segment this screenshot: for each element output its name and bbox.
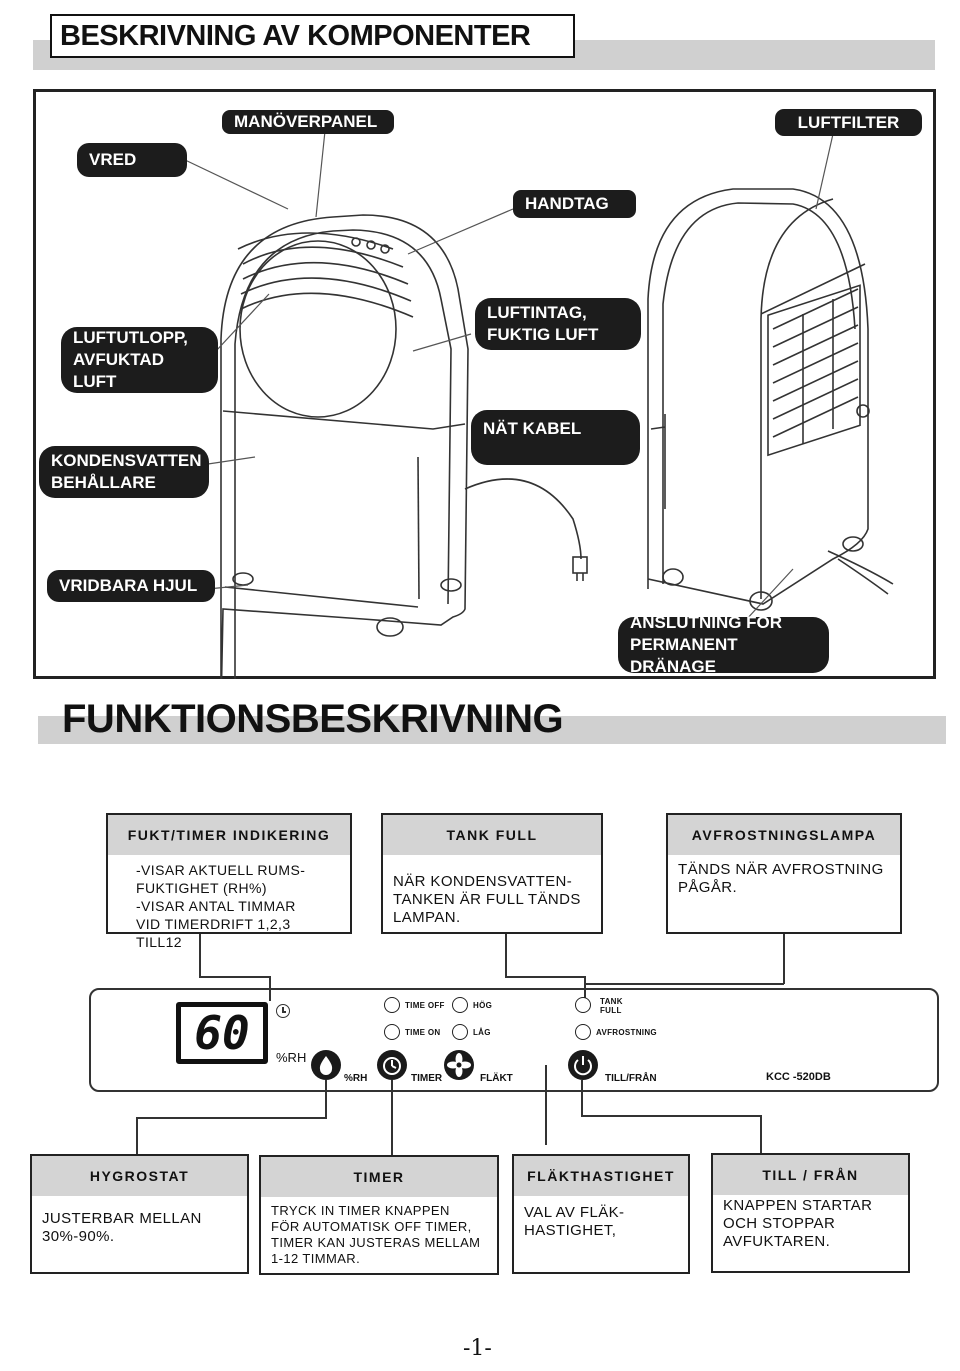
- label-handle-text: HANDTAG: [525, 194, 609, 213]
- timer-button-label: TIMER: [411, 1073, 443, 1084]
- page-number: -1-: [463, 1336, 492, 1361]
- info-box-text: TÄNDS NÄR AVFROSTNING PÅGÅR.: [678, 861, 884, 896]
- power-icon: [574, 1056, 592, 1076]
- info-box-till-fran: TILL / FRÅN KNAPPEN STARTAR OCH STOPPAR …: [711, 1153, 910, 1273]
- timer-button[interactable]: [377, 1050, 407, 1080]
- label-luftfilter: LUFTFILTER: [775, 109, 922, 136]
- time-off-lamp: [384, 997, 400, 1013]
- label-luftutlopp: LUFTUTLOPP, AVFUKTAD LUFT: [61, 327, 218, 393]
- info-box-tank-full: TANK FULL NÄR KONDENSVATTEN- TANKEN ÄR F…: [381, 813, 603, 934]
- info-box-title: FLÄKTHASTIGHET: [514, 1156, 688, 1196]
- info-box-title: TIMER: [261, 1157, 497, 1197]
- connector-line: [505, 976, 585, 978]
- info-box-timer: TIMER TRYCK IN TIMER KNAPPEN FÖR AUTOMAT…: [259, 1155, 499, 1275]
- label-vred-text: VRED: [89, 150, 137, 169]
- connector-line: [391, 1080, 393, 1156]
- info-box-fukt-timer: FUKT/TIMER INDIKERING -VISAR AKTUELL RUM…: [106, 813, 352, 950]
- time-on-lamp: [384, 1024, 400, 1040]
- info-box-text: VAL AV FLÄK- HASTIGHET,: [524, 1204, 625, 1239]
- model-number: KCC -520DB: [766, 1071, 831, 1083]
- humidity-button[interactable]: [311, 1050, 341, 1080]
- functions-title: FUNKTIONSBESKRIVNING: [62, 697, 564, 741]
- defrost-label: AVFROSTNING: [596, 1028, 657, 1037]
- connector-line: [584, 976, 586, 998]
- connector-line: [584, 983, 784, 985]
- label-outlet-line2: AVFUKTAD LUFT: [73, 350, 164, 391]
- connector-line: [783, 934, 785, 984]
- tank-full-label-line1: TANK: [600, 997, 623, 1006]
- info-box-title: AVFROSTNINGSLAMPA: [668, 815, 900, 855]
- defrost-lamp: [575, 1024, 591, 1040]
- label-manoverpanel: MANÖVERPANEL: [222, 110, 394, 134]
- label-filter-text: LUFTFILTER: [797, 112, 900, 132]
- connector-line: [325, 1080, 327, 1118]
- connector-line: [136, 1117, 327, 1119]
- label-luftintag: LUFTINTAG, FUKTIG LUFT: [475, 298, 641, 350]
- lcd-display: 60: [176, 1002, 268, 1064]
- timer-icon: [383, 1057, 401, 1075]
- label-wheels-text: VRIDBARA HJUL: [59, 576, 198, 595]
- label-intake-line1: LUFTINTAG,: [487, 303, 587, 322]
- display-unit: %RH: [276, 1050, 307, 1065]
- fan-high-label: HÖG: [473, 1001, 493, 1010]
- connector-line: [760, 1115, 762, 1154]
- connector-line: [581, 1115, 761, 1117]
- fan-low-lamp: [452, 1024, 468, 1040]
- info-box-avfrostning: AVFROSTNINGSLAMPA TÄNDS NÄR AVFROSTNING …: [666, 813, 902, 934]
- connector-line: [545, 1065, 547, 1145]
- info-box-title: FUKT/TIMER INDIKERING: [108, 815, 350, 855]
- label-tank-line2: BEHÅLLARE: [51, 473, 156, 492]
- lcd-digits: 60: [181, 1007, 263, 1059]
- connector-line: [136, 1117, 138, 1155]
- time-off-label: TIME OFF: [405, 1001, 445, 1010]
- label-vridbara-hjul: VRIDBARA HJUL: [47, 570, 215, 602]
- power-button[interactable]: [568, 1050, 598, 1080]
- fan-button-label: FLÄKT: [480, 1073, 513, 1084]
- connector-line: [581, 1080, 583, 1116]
- power-button-label: TILL/FRÅN: [605, 1073, 657, 1084]
- label-kondensvatten: KONDENSVATTEN BEHÅLLARE: [39, 446, 209, 498]
- label-cable-text: NÄT KABEL: [483, 419, 582, 438]
- info-box-title: TANK FULL: [383, 815, 601, 855]
- tank-full-label-line2: FULL: [600, 1006, 622, 1015]
- fan-low-label: LÅG: [473, 1028, 491, 1037]
- control-panel: [89, 988, 939, 1092]
- connector-line: [199, 976, 270, 978]
- label-panel-text: MANÖVERPANEL: [234, 112, 378, 131]
- label-tank-line1: KONDENSVATTEN: [51, 451, 202, 470]
- fan-icon: [447, 1053, 471, 1077]
- info-box-text: JUSTERBAR MELLAN 30%-90%.: [42, 1210, 202, 1245]
- label-outlet-line1: LUFTUTLOPP,: [73, 328, 188, 347]
- label-intake-line2: FUKTIG LUFT: [487, 325, 599, 344]
- components-frame: [33, 89, 936, 679]
- label-dranage: ANSLUTNING FÖR PERMANENT DRÄNAGE: [618, 613, 829, 676]
- info-box-text: NÄR KONDENSVATTEN- TANKEN ÄR FULL TÄNDS …: [393, 873, 581, 926]
- connector-line: [199, 934, 201, 977]
- label-handtag: HANDTAG: [513, 190, 636, 218]
- label-drain-line1: ANSLUTNING FÖR: [630, 613, 783, 632]
- label-drain-line2: PERMANENT DRÄNAGE: [630, 635, 738, 676]
- info-box-title: HYGROSTAT: [32, 1156, 247, 1196]
- droplet-icon: [319, 1056, 333, 1075]
- info-box-text: -VISAR AKTUELL RUMS- FUKTIGHET (RH%) -VI…: [136, 862, 306, 950]
- info-box-hygrostat: HYGROSTAT JUSTERBAR MELLAN 30%-90%.: [30, 1154, 249, 1274]
- connector-line: [505, 934, 507, 977]
- tank-full-label: TANK FULL: [600, 997, 623, 1015]
- functions-bar: [38, 716, 946, 744]
- fan-high-lamp: [452, 997, 468, 1013]
- label-vred: VRED: [77, 143, 187, 177]
- time-on-label: TIME ON: [405, 1028, 441, 1037]
- humidity-button-label: %RH: [344, 1073, 368, 1084]
- page-title: BESKRIVNING AV KOMPONENTER: [50, 14, 575, 58]
- label-nat-kabel: NÄT KABEL: [471, 410, 640, 465]
- fan-button[interactable]: [444, 1050, 474, 1080]
- info-box-flakthastighet: FLÄKTHASTIGHET VAL AV FLÄK- HASTIGHET,: [512, 1154, 690, 1274]
- info-box-text: KNAPPEN STARTAR OCH STOPPAR AVFUKTAREN.: [723, 1197, 873, 1250]
- tank-full-lamp: [575, 997, 591, 1013]
- info-box-text: TRYCK IN TIMER KNAPPEN FÖR AUTOMATISK OF…: [271, 1203, 481, 1266]
- dehumidifier-illustration: [182, 130, 894, 679]
- info-box-title: TILL / FRÅN: [713, 1155, 908, 1195]
- clock-icon: [276, 1004, 290, 1018]
